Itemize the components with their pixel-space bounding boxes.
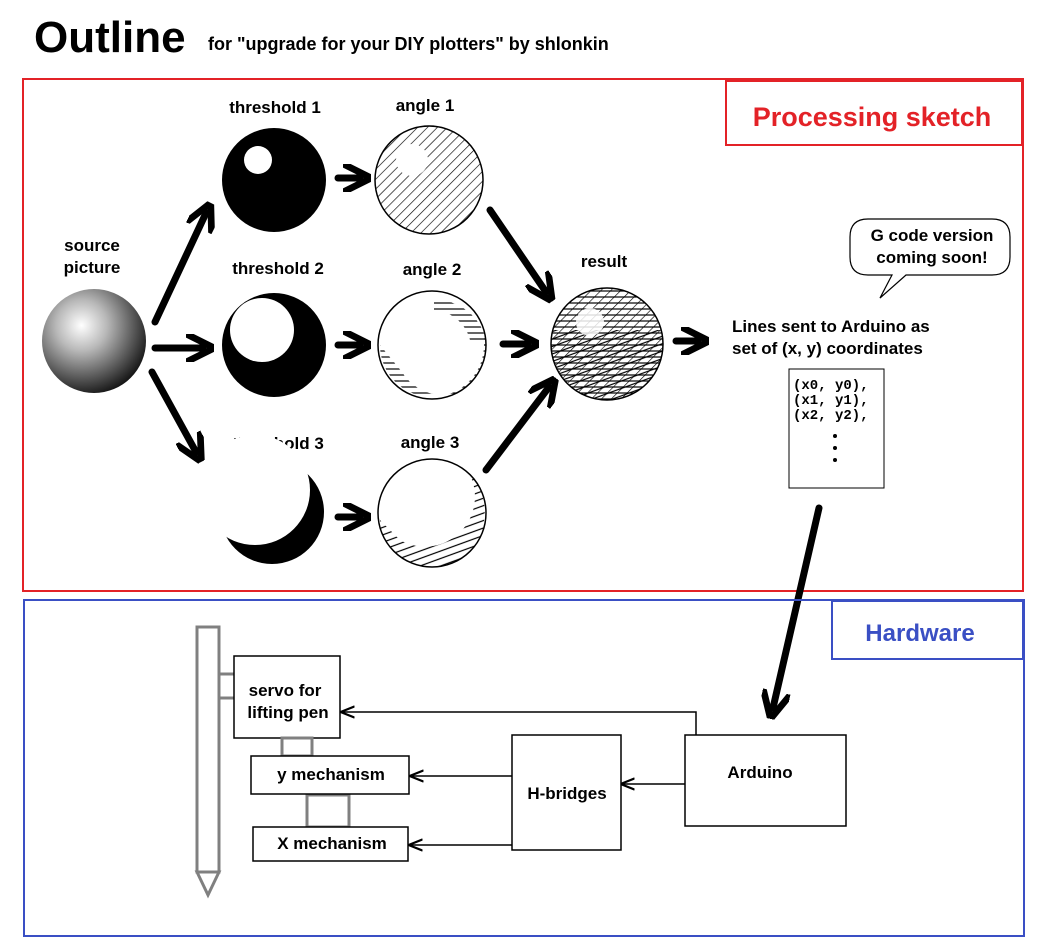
hardware-title-box [831,600,1024,660]
threshold-2-label: threshold 2 [232,259,324,278]
lines-text-1: Lines sent to Arduino as [732,317,930,336]
coord-line-1: (x1, y1), [793,393,869,409]
hardware-connections [342,712,697,845]
hbridges-box [511,734,622,851]
servo-connector [280,736,314,758]
source-label-line-2: picture [64,258,121,277]
to-arduino-arrow [773,504,823,708]
source-arrows [148,213,206,452]
servo-label-line-1: servo for [249,681,322,700]
page-subtitle: for "upgrade for your DIY plotters" by s… [208,34,609,54]
threshold-3-image [200,435,324,564]
x-mechanism-label: X mechanism [277,834,387,853]
angle-arrows [482,206,549,474]
mechanism-connector [305,793,351,829]
y-mechanism-label: y mechanism [277,765,385,784]
servo-label-line-2: lifting pen [247,703,328,722]
result-label: result [581,252,628,271]
angle-3-label: angle 3 [401,433,460,452]
lines-text-2: set of (x, y) coordinates [732,339,923,358]
callout-line-1: G code version [871,226,994,245]
source-sphere [42,289,146,393]
speech-bubble: G code version coming soon! [849,218,1011,299]
angle-2-image [377,290,487,400]
hardware-frame [23,599,1025,937]
threshold-arrows [334,178,360,517]
angle-2-label: angle 2 [403,260,462,279]
coord-line-2: (x2, y2), [793,408,869,424]
pen-icon [194,625,237,899]
coord-line-0: (x0, y0), [793,378,869,394]
arduino-label: Arduino [727,763,792,782]
threshold-1-label: threshold 1 [229,98,321,117]
page-title: Outline [34,13,186,62]
angle-3-image [377,458,487,568]
angle-1-label: angle 1 [396,96,455,115]
y-mechanism-box [250,755,410,795]
x-mechanism-box [252,826,409,862]
threshold-2-image [222,293,326,397]
hardware-title: Hardware [865,620,974,647]
result-image [550,287,664,401]
source-label-line-1: source [64,236,120,255]
processing-title-box [725,80,1023,146]
threshold-1-image [222,128,326,232]
angle-1-image [374,125,484,235]
hbridges-label: H-bridges [527,784,606,803]
processing-frame [22,78,1024,592]
coordinates-document: (x0, y0), (x1, y1), (x2, y2), [788,368,885,489]
processing-title: Processing sketch [753,102,992,132]
callout-line-2: coming soon! [876,248,987,267]
arduino-box [684,734,847,827]
